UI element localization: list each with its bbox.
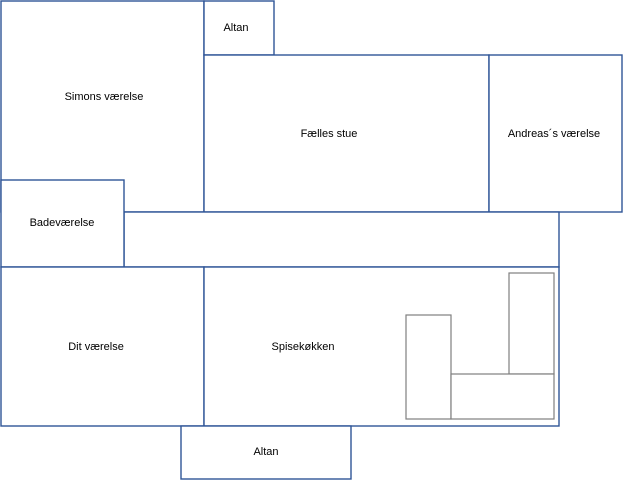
room-bathroom: Badeværelse xyxy=(0,179,125,268)
room-andreas-label: Andreas´s værelse xyxy=(508,128,600,140)
room-living-label: Fælles stue xyxy=(301,128,358,140)
room-balcony-top: Altan xyxy=(203,0,275,56)
room-balcony-bottom-outline xyxy=(180,425,352,480)
room-simons-label: Simons værelse xyxy=(65,91,144,103)
room-hallway-outline xyxy=(123,211,560,268)
room-yours-label: Dit værelse xyxy=(68,341,124,353)
room-simons-outline xyxy=(0,0,205,213)
room-balcony-top-label: Altan xyxy=(223,22,248,34)
room-living: Fælles stue xyxy=(203,54,490,213)
room-andreas-outline xyxy=(488,54,623,213)
kitchen-counter-right xyxy=(508,272,555,375)
room-andreas: Andreas´s værelse xyxy=(488,54,623,213)
room-bathroom-outline xyxy=(0,179,125,268)
room-hallway xyxy=(123,211,560,268)
room-balcony-bottom-label: Altan xyxy=(253,446,278,458)
room-yours-outline xyxy=(0,266,205,427)
kitchen-counter-left xyxy=(405,314,452,420)
room-simons: Simons værelse xyxy=(0,0,205,213)
room-kitchen-label: Spisekøkken xyxy=(272,341,335,353)
room-balcony-bottom: Altan xyxy=(180,425,352,480)
room-yours: Dit værelse xyxy=(0,266,205,427)
kitchen-counter-bottom xyxy=(450,373,555,420)
room-bathroom-label: Badeværelse xyxy=(30,217,95,229)
room-kitchen: Spisekøkken xyxy=(203,266,560,427)
